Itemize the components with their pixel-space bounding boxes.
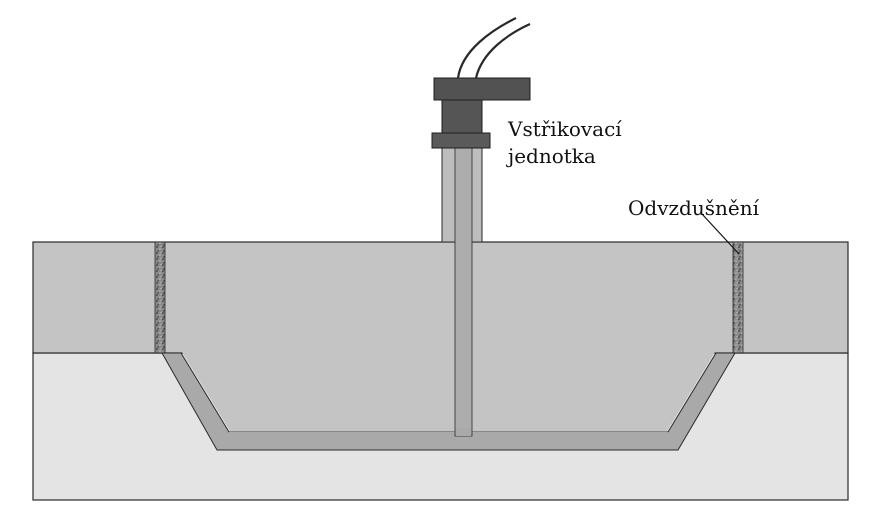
injector-cable-2 <box>474 22 531 79</box>
feed-channel <box>229 432 668 436</box>
nozzle-channel <box>454 146 473 437</box>
injector-cable-1 <box>456 17 517 79</box>
injector-head <box>433 77 531 101</box>
cavity-fill <box>182 352 715 431</box>
vent-label: Odvzdušnění <box>628 196 760 220</box>
injector-collar <box>431 132 491 149</box>
injector-body <box>441 98 483 134</box>
injection-unit-label-line1: Vstřikovací <box>507 117 622 141</box>
upper-mold <box>32 241 849 354</box>
cavity-wall <box>161 352 736 451</box>
vent-right <box>732 241 744 354</box>
vent-leader-line <box>701 213 740 255</box>
injection-unit-label-line2: jednotka <box>506 144 596 168</box>
vent-left <box>154 241 166 354</box>
